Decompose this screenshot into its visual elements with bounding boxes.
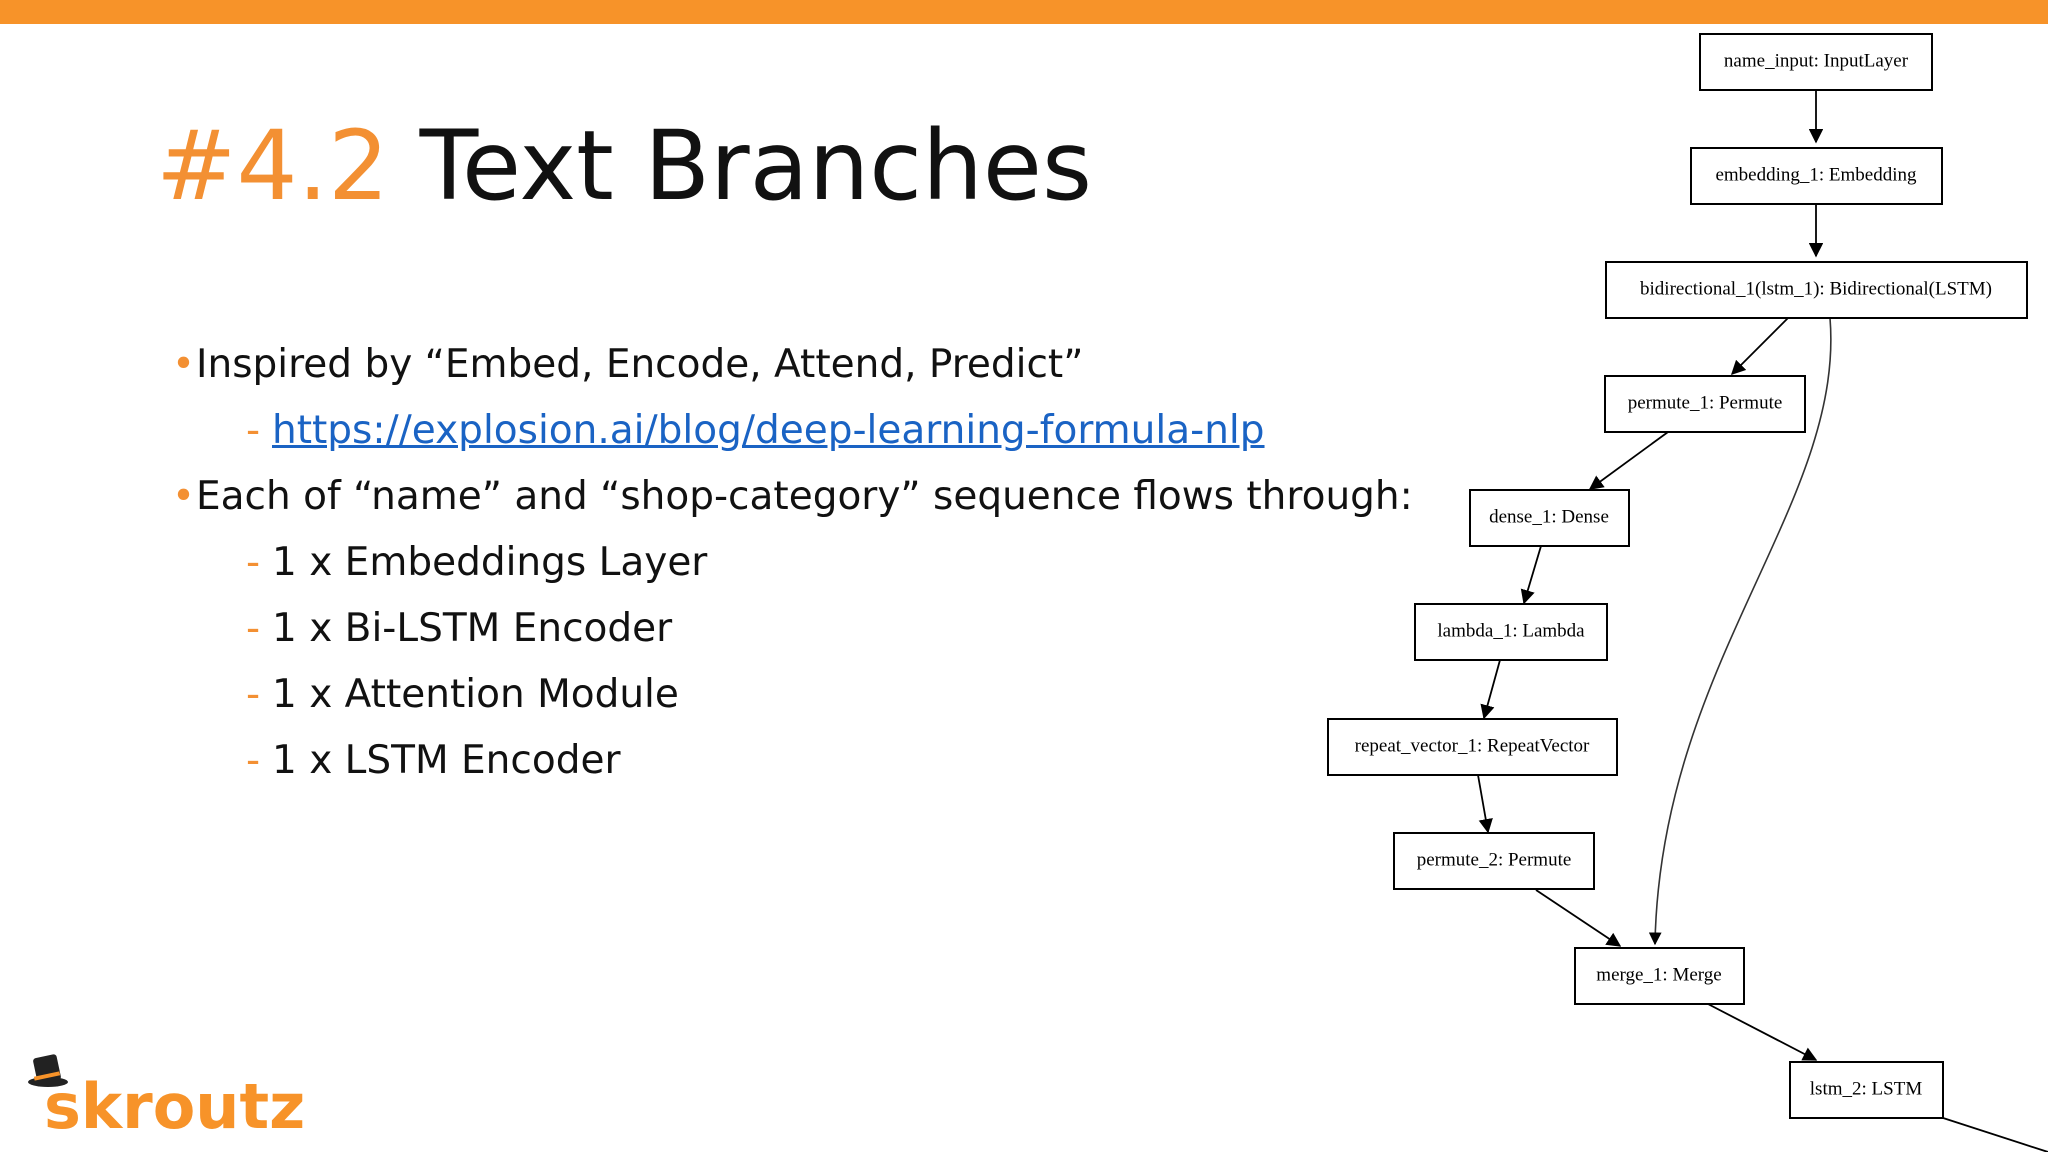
skroutz-logo: skroutz (28, 1054, 305, 1134)
top-accent-bar (0, 0, 2048, 24)
dash-icon: - (246, 408, 261, 453)
bullet-inspired-text: Inspired by “Embed, Encode, Attend, Pred… (196, 342, 1084, 387)
dash-icon: - (246, 672, 261, 717)
edge-lambda-repeat (1480, 659, 1501, 720)
node-repeat-vector: repeat_vector_1: RepeatVector (1327, 718, 1618, 776)
bullet-inspired: • Inspired by “Embed, Encode, Attend, Pr… (170, 332, 1340, 398)
bullet-flows-text: Each of “name” and “shop-category” seque… (196, 474, 1413, 519)
edge-permute2-merge (1535, 889, 1622, 947)
edge-bidirectional-merge (1648, 317, 1832, 946)
edge-permute1-dense (1588, 431, 1669, 490)
node-label: merge_1: Merge (1596, 964, 1721, 985)
bullet-dot-icon: • (172, 342, 196, 387)
edge-dense-lambda (1520, 545, 1542, 605)
bullet-flows: • Each of “name” and “shop-category” seq… (170, 464, 1413, 530)
node-merge: merge_1: Merge (1574, 947, 1745, 1005)
sub-bullet-text: 1 x LSTM Encoder (272, 738, 621, 783)
edge-repeat-permute2 (1477, 774, 1493, 834)
blog-link[interactable]: https://explosion.ai/blog/deep-learning-… (272, 408, 1265, 453)
node-label: lambda_1: Lambda (1437, 620, 1585, 641)
bullet-list: • Inspired by “Embed, Encode, Attend, Pr… (170, 332, 1413, 794)
node-dense: dense_1: Dense (1469, 489, 1630, 547)
sub-bullet-attention: - 1 x Attention Module (170, 662, 1340, 728)
edge-merge-lstm2 (1707, 1003, 1818, 1061)
sub-bullet-bilstm: - 1 x Bi-LSTM Encoder (170, 596, 1340, 662)
edge-lstm2-out (1939, 1116, 2048, 1152)
node-label: lstm_2: LSTM (1810, 1078, 1923, 1099)
bullet-dot-icon: • (172, 474, 196, 519)
sub-bullet-lstm: - 1 x LSTM Encoder (170, 728, 1340, 794)
node-label: name_input: InputLayer (1724, 50, 1909, 71)
slide-title: #4.2 Text Branches (156, 118, 1092, 214)
sub-bullet-text: 1 x Attention Module (272, 672, 679, 717)
node-bidirectional: bidirectional_1(lstm_1): Bidirectional(L… (1605, 261, 2028, 319)
title-number: #4.2 (156, 110, 390, 222)
sub-bullet-embeddings: - 1 x Embeddings Layer (170, 530, 1340, 596)
dash-icon: - (246, 540, 261, 585)
model-graph-diagram: name_input: InputLayer embedding_1: Embe… (1327, 33, 2048, 1152)
node-label: permute_2: Permute (1417, 849, 1572, 870)
node-label: dense_1: Dense (1489, 506, 1609, 527)
node-permute-2: permute_2: Permute (1393, 832, 1595, 890)
node-label: repeat_vector_1: RepeatVector (1355, 735, 1590, 756)
node-permute-1: permute_1: Permute (1604, 375, 1806, 433)
sub-bullet-text: 1 x Bi-LSTM Encoder (272, 606, 673, 651)
logo-text: skroutz (44, 1070, 305, 1134)
edge-bidirectional-permute1 (1730, 317, 1789, 376)
node-label: bidirectional_1(lstm_1): Bidirectional(L… (1640, 278, 1992, 299)
title-text: Text Branches (419, 110, 1092, 222)
top-hat-icon (28, 1054, 68, 1087)
node-lstm-2: lstm_2: LSTM (1789, 1061, 1944, 1119)
node-lambda: lambda_1: Lambda (1414, 603, 1608, 661)
node-label: permute_1: Permute (1628, 392, 1783, 413)
sub-bullet-text: 1 x Embeddings Layer (272, 540, 708, 585)
sub-bullet-link: - https://explosion.ai/blog/deep-learnin… (170, 398, 1340, 464)
dash-icon: - (246, 738, 261, 783)
node-embedding: embedding_1: Embedding (1690, 147, 1943, 205)
dash-icon: - (246, 606, 261, 651)
node-label: embedding_1: Embedding (1715, 164, 1917, 185)
node-name-input: name_input: InputLayer (1699, 33, 1933, 91)
